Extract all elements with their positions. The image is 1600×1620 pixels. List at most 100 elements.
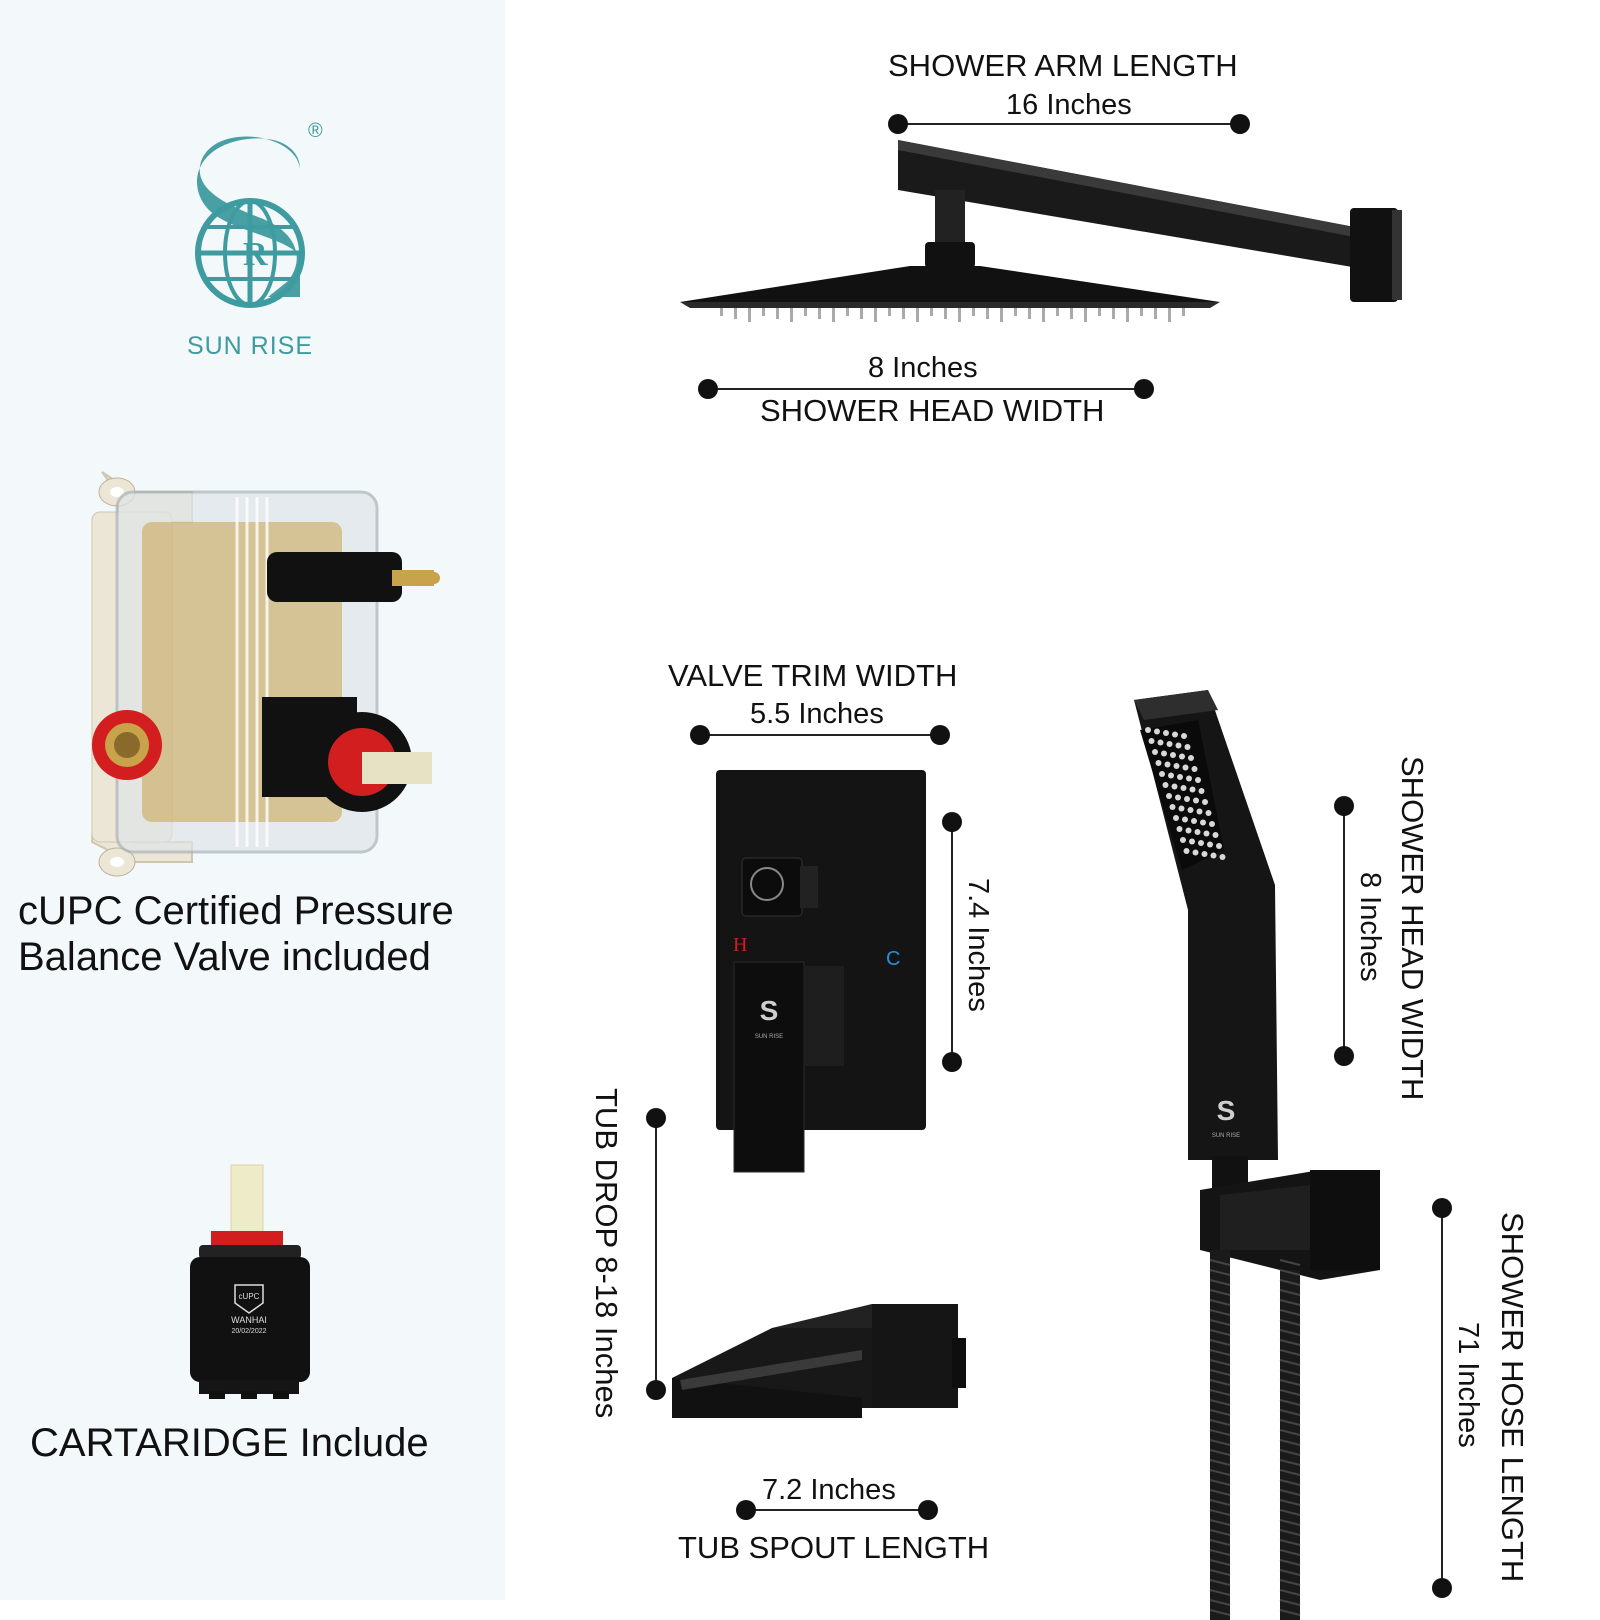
- hose-rib: [1279, 1549, 1301, 1556]
- hose-rib: [1279, 1259, 1301, 1266]
- hand-nozzle-icon: [1161, 750, 1167, 757]
- nozzle-icon: [1028, 308, 1031, 319]
- shower-arm-dimension-line: [898, 123, 1242, 125]
- tub-drop-label: TUB DROP 8-18 Inches: [589, 1088, 624, 1419]
- hose-rib: [1279, 1409, 1301, 1416]
- hand-nozzle-icon: [1189, 838, 1195, 845]
- hand-nozzle-icon: [1203, 830, 1210, 837]
- nozzle-icon: [720, 308, 723, 316]
- hand-shower-width-value: 8 Inches: [1354, 872, 1386, 982]
- hand-nozzle-icon: [1168, 772, 1174, 779]
- hand-shower-width-label: SHOWER HEAD WIDTH: [1395, 756, 1430, 1101]
- hose-rib: [1209, 1369, 1231, 1376]
- hand-nozzle-icon: [1196, 808, 1203, 815]
- cartridge-image: cUPC WANHAI 20/02/2022: [190, 1164, 310, 1399]
- hand-nozzle-icon: [1171, 783, 1178, 790]
- nozzle-icon: [1168, 308, 1171, 322]
- hose-rib: [1279, 1339, 1301, 1346]
- hand-nozzle-icon: [1157, 739, 1164, 746]
- shower-arm-value: 16 Inches: [1006, 89, 1132, 121]
- shower-head-label: SHOWER HEAD WIDTH: [760, 393, 1105, 428]
- hand-nozzle-icon: [1154, 728, 1160, 735]
- tub-spout-line: [746, 1509, 928, 1511]
- hose-length-label: SHOWER HOSE LENGTH: [1495, 1212, 1530, 1583]
- nozzle-icon: [972, 308, 975, 316]
- nozzle-icon: [1154, 308, 1157, 319]
- tub-drop-line: [655, 1118, 657, 1390]
- hose-rib: [1209, 1539, 1231, 1546]
- hand-nozzle-icon: [1152, 749, 1158, 755]
- hose-rib: [1279, 1359, 1301, 1366]
- nozzle-icon: [790, 308, 793, 322]
- cold-mark: C: [886, 948, 901, 970]
- hand-nozzle-icon: [1179, 753, 1185, 760]
- nozzle-icon: [860, 308, 863, 319]
- hand-nozzle-icon: [1173, 763, 1180, 769]
- hot-mark: H: [733, 934, 748, 956]
- hose-rib: [1209, 1469, 1231, 1476]
- hand-nozzle-icon: [1198, 788, 1205, 794]
- hose-rib: [1279, 1419, 1301, 1426]
- hose-rib: [1279, 1429, 1301, 1436]
- hose-bottom-dot: [1432, 1578, 1452, 1598]
- hose-rib: [1209, 1519, 1231, 1526]
- hand-nozzle-icon: [1198, 840, 1204, 846]
- hose-rib: [1279, 1399, 1301, 1406]
- nozzle-icon: [846, 308, 849, 316]
- nozzle-icon: [874, 308, 877, 322]
- hose-rib: [1279, 1449, 1301, 1456]
- hose-rib: [1279, 1349, 1301, 1356]
- hose-rib: [1279, 1489, 1301, 1496]
- hose-rib: [1209, 1419, 1231, 1426]
- tub-spout-image: [672, 1304, 966, 1418]
- hand-nozzle-icon: [1205, 810, 1212, 816]
- hose-rib: [1279, 1539, 1301, 1546]
- hose-rib: [1279, 1379, 1301, 1386]
- hand-shower-logo-text: SUN RISE: [1212, 1133, 1240, 1139]
- hand-nozzle-icon: [1216, 843, 1222, 849]
- hose-rib: [1279, 1439, 1301, 1446]
- nozzle-icon: [1098, 308, 1101, 316]
- hand-nozzle-icon: [1183, 848, 1190, 854]
- nozzle-icon: [748, 308, 751, 322]
- hose-rib: [1279, 1499, 1301, 1506]
- hand-nozzle-icon: [1200, 819, 1206, 826]
- hose-rib: [1209, 1509, 1231, 1516]
- hand-nozzle-icon: [1186, 775, 1192, 782]
- nozzle-icon: [1126, 308, 1129, 322]
- hand-nozzle-icon: [1173, 815, 1179, 821]
- hand-shower-logo-s: S: [1217, 1095, 1236, 1126]
- hose-rib: [1279, 1459, 1301, 1466]
- nozzle-icon: [1070, 308, 1073, 319]
- hand-nozzle-icon: [1193, 797, 1199, 804]
- hose-rib: [1209, 1549, 1231, 1556]
- hand-nozzle-icon: [1175, 794, 1181, 801]
- hose-rib: [1209, 1319, 1231, 1326]
- hose-rib: [1209, 1579, 1231, 1586]
- cartridge-caption: CARTARIDGE Include: [30, 1421, 429, 1465]
- brand-name: SUN RISE: [186, 332, 314, 360]
- shower-head-dimension-line: [708, 388, 1144, 390]
- hose-rib: [1209, 1279, 1231, 1286]
- nozzle-icon: [762, 308, 765, 316]
- hose-rib: [1209, 1479, 1231, 1486]
- hose-rib: [1279, 1319, 1301, 1326]
- hose-rib: [1279, 1529, 1301, 1536]
- valve-logo-text: SUN RISE: [755, 1034, 783, 1040]
- hand-nozzle-icon: [1187, 807, 1194, 813]
- hose-rib: [1279, 1569, 1301, 1576]
- hand-nozzle-icon: [1192, 849, 1199, 856]
- nozzle-icon: [776, 308, 779, 319]
- hand-shower-top-dot: [1334, 796, 1354, 816]
- nozzle-icon: [1056, 308, 1059, 316]
- hand-nozzle-icon: [1182, 764, 1189, 771]
- nozzle-icon: [930, 308, 933, 316]
- hand-nozzle-icon: [1210, 852, 1217, 859]
- hose-rib: [1209, 1339, 1231, 1346]
- hand-nozzle-icon: [1219, 854, 1226, 860]
- nozzle-icon: [1042, 308, 1045, 322]
- valve-caption-line2: Balance Valve included: [18, 935, 431, 979]
- valve-caption-line1: cUPC Certified Pressure: [18, 889, 454, 933]
- rain-shower-image: [680, 140, 1402, 322]
- hose-rib: [1209, 1529, 1231, 1536]
